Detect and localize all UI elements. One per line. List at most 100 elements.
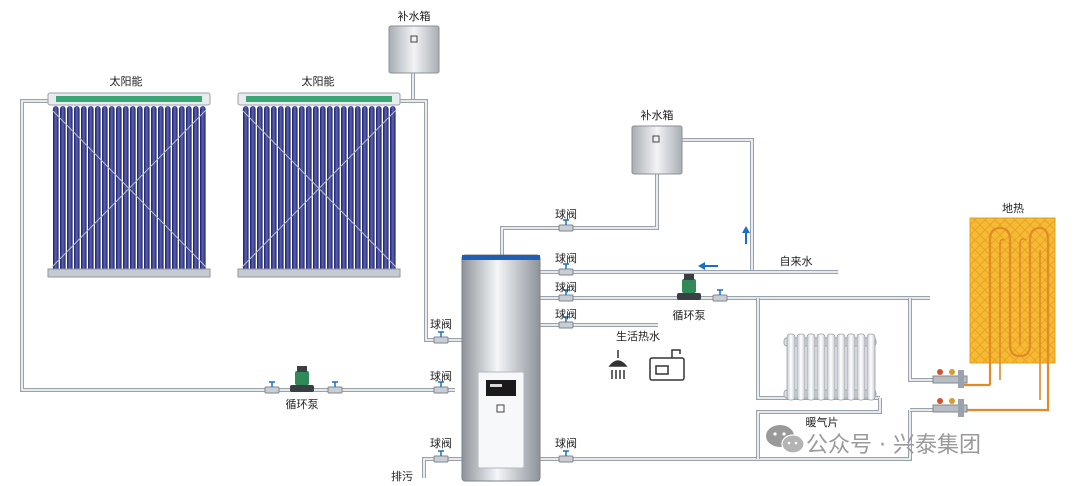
valve-label-left-1: 球阀 [430, 317, 452, 331]
radiator-fin [866, 333, 876, 401]
vacuum-tube [109, 106, 115, 275]
valve-label-left-3: 球阀 [430, 436, 452, 450]
vacuum-tube [264, 106, 270, 275]
ball-valve-icon [712, 289, 728, 302]
valve-label-dhw: 球阀 [555, 307, 577, 321]
valve-label-right-bottom: 球阀 [555, 436, 577, 450]
vacuum-tube [355, 106, 361, 275]
ball-valve-icon [327, 381, 343, 394]
makeup-tank-top [388, 25, 440, 74]
vacuum-tube [320, 106, 326, 275]
floor-heating-manifold [932, 369, 968, 417]
floor-heating-label: 地热 [1002, 202, 1024, 215]
vacuum-tube [67, 106, 73, 275]
vacuum-tube [299, 106, 305, 275]
vacuum-tube [137, 106, 143, 275]
valve-label-left-2: 球阀 [430, 369, 452, 383]
vacuum-tube [144, 106, 150, 275]
shower-icon [608, 350, 628, 379]
vacuum-tube [250, 106, 256, 275]
vacuum-tube [383, 106, 389, 275]
watermark-text: 公众号 · 兴泰集团 [806, 433, 981, 458]
floor-heating-panel [960, 217, 1056, 412]
ball-valve-icon [433, 381, 449, 394]
makeup-tank-top-label: 补水箱 [398, 9, 431, 23]
ball-valve-icon [558, 263, 574, 276]
ball-valve-icon [558, 289, 574, 302]
vacuum-tube [313, 106, 319, 275]
solar-label-2: 太阳能 [302, 74, 335, 88]
circulation-pump-left [290, 366, 314, 392]
pipe-network [20, 73, 935, 478]
radiator-fin [856, 333, 866, 401]
ball-valve-icon [558, 316, 574, 329]
vacuum-tube [123, 106, 129, 275]
tap-water-label: 自来水 [780, 255, 813, 268]
ball-valves [264, 219, 728, 463]
vacuum-tube [362, 106, 368, 275]
vacuum-tube [327, 106, 333, 275]
radiator [783, 333, 877, 401]
solar-collector-2 [237, 92, 401, 278]
vacuum-tube [278, 106, 284, 275]
radiator-fin [786, 333, 796, 401]
solar-collector-1 [47, 92, 211, 278]
radiator-fin [806, 333, 816, 401]
vacuum-tube [186, 106, 192, 275]
vacuum-tube [243, 106, 249, 275]
radiator-fin [796, 333, 806, 401]
vacuum-tube [341, 106, 347, 275]
vacuum-tube [53, 106, 59, 275]
radiator-fin [826, 333, 836, 401]
vacuum-tube [102, 106, 108, 275]
vacuum-tube [193, 106, 199, 275]
valve-label-tank-top: 球阀 [555, 207, 577, 221]
ball-valve-icon [264, 381, 280, 394]
vacuum-tube [130, 106, 136, 275]
vacuum-tube [334, 106, 340, 275]
drain-label: 排污 [391, 469, 413, 483]
ball-valve-icon [558, 219, 574, 232]
pump-label-left: 循环泵 [286, 398, 319, 411]
vacuum-tube [116, 106, 122, 275]
flow-arrow-left [698, 262, 718, 270]
radiator-label: 暖气片 [806, 415, 839, 429]
valve-label-tap: 球阀 [555, 251, 577, 265]
vacuum-tube [348, 106, 354, 275]
vacuum-tube [158, 106, 164, 275]
ball-valve-icon [433, 450, 449, 463]
storage-tank [461, 254, 541, 482]
vacuum-tube [172, 106, 178, 275]
domestic-hot-water-label: 生活热水 [616, 329, 660, 343]
vacuum-tube [369, 106, 375, 275]
vacuum-tube [390, 106, 396, 275]
radiator-fin [816, 333, 826, 401]
flow-arrow-up [742, 226, 750, 244]
radiator-fin [836, 333, 846, 401]
vacuum-tube [60, 106, 66, 275]
solar-label-1: 太阳能 [110, 74, 143, 88]
ball-valve-icon [433, 331, 449, 344]
vacuum-tube [285, 106, 291, 275]
pump-label-right: 循环泵 [673, 309, 706, 322]
vacuum-tube [257, 106, 263, 275]
vacuum-tube [200, 106, 206, 275]
vacuum-tube [95, 106, 101, 275]
valve-label-loop: 球阀 [555, 280, 577, 294]
circulation-pump-right [677, 274, 701, 300]
vacuum-tube [165, 106, 171, 275]
radiator-fin [846, 333, 856, 401]
ball-valve-icon [558, 450, 574, 463]
tank-display [486, 380, 516, 396]
vacuum-tube [292, 106, 298, 275]
vacuum-tube [88, 106, 94, 275]
makeup-tank-middle [631, 125, 683, 175]
makeup-tank-middle-label: 补水箱 [641, 108, 674, 122]
vacuum-tube [179, 106, 185, 275]
wechat-icon [766, 425, 805, 454]
vacuum-tube [151, 106, 157, 275]
vacuum-tube [74, 106, 80, 275]
vacuum-tube [306, 106, 312, 275]
vacuum-tube [376, 106, 382, 275]
